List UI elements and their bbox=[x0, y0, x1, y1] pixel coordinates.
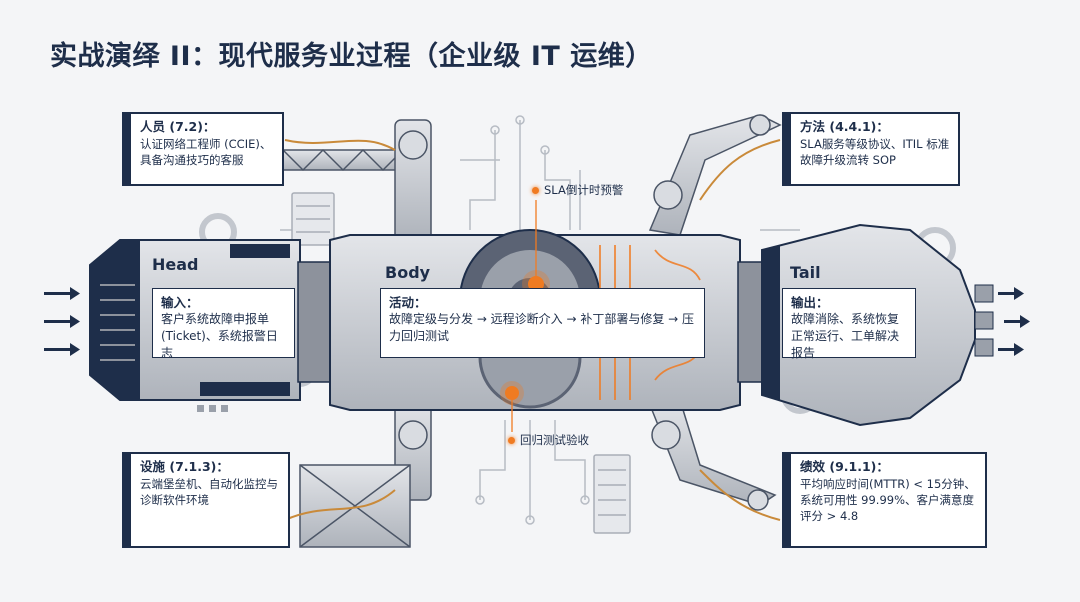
input-arrows bbox=[44, 287, 80, 356]
callout-method-text: SLA服务等级协议、ITIL 标准故障升级流转 SOP bbox=[800, 137, 950, 167]
page-title: 实战演绎 II：现代服务业过程（企业级 IT 运维） bbox=[50, 41, 653, 72]
callout-performance: 绩效 (9.1.1)： 平均响应时间(MTTR) < 15分钟、系统可用性 99… bbox=[782, 452, 987, 548]
arrow-right-icon bbox=[44, 287, 80, 300]
input-panel-text: 客户系统故障申报单 (Ticket)、系统报警日志 bbox=[161, 312, 278, 360]
regression-tag: 回归测试验收 bbox=[508, 432, 589, 448]
activity-panel: 活动： 故障定级与分发 → 远程诊断介入 → 补丁部署与修复 → 压力回归测试 bbox=[380, 288, 705, 358]
callout-method-title: 方法 (4.4.1)： bbox=[800, 119, 889, 134]
activity-panel-title: 活动： bbox=[389, 295, 427, 310]
input-panel: 输入： 客户系统故障申报单 (Ticket)、系统报警日志 bbox=[152, 288, 295, 360]
output-panel-title: 输出： bbox=[791, 295, 829, 310]
input-panel-title: 输入： bbox=[161, 295, 199, 310]
sla-warning-label: SLA倒计时预警 bbox=[544, 183, 624, 197]
output-arrows bbox=[998, 287, 1030, 356]
tail-label: Tail bbox=[790, 263, 821, 282]
arrow-right-icon bbox=[44, 315, 80, 328]
output-panel: 输出： 故障消除、系统恢复正常运行、工单解决报告 bbox=[782, 288, 916, 360]
callout-people-text: 认证网络工程师 (CCIE)、具备沟通技巧的客服 bbox=[140, 137, 272, 167]
status-dot-icon bbox=[532, 186, 539, 194]
callout-people-title: 人员 (7.2)： bbox=[140, 119, 216, 134]
callout-facility-title: 设施 (7.1.3)： bbox=[140, 459, 229, 474]
head-label: Head bbox=[152, 255, 199, 274]
arrow-right-icon bbox=[44, 343, 80, 356]
activity-panel-text: 故障定级与分发 → 远程诊断介入 → 补丁部署与修复 → 压力回归测试 bbox=[389, 312, 695, 343]
callout-performance-text: 平均响应时间(MTTR) < 15分钟、系统可用性 99.99%、客户满意度评分… bbox=[800, 477, 976, 523]
callout-people: 人员 (7.2)： 认证网络工程师 (CCIE)、具备沟通技巧的客服 bbox=[122, 112, 284, 186]
status-dot-icon bbox=[508, 436, 515, 444]
arrow-right-icon bbox=[1004, 315, 1030, 328]
server-rack-icon bbox=[291, 192, 631, 534]
arrow-right-icon bbox=[998, 287, 1024, 300]
callout-method: 方法 (4.4.1)： SLA服务等级协议、ITIL 标准故障升级流转 SOP bbox=[782, 112, 960, 186]
arrow-right-icon bbox=[998, 343, 1024, 356]
sla-warning-tag: SLA倒计时预警 bbox=[532, 182, 623, 198]
body-label: Body bbox=[385, 263, 431, 282]
robot-arm-icon bbox=[282, 114, 782, 548]
regression-label: 回归测试验收 bbox=[520, 433, 589, 447]
callout-facility-text: 云端堡垒机、自动化监控与诊断软件环境 bbox=[140, 477, 278, 507]
circuit-traces bbox=[280, 115, 800, 525]
output-panel-text: 故障消除、系统恢复正常运行、工单解决报告 bbox=[791, 312, 900, 360]
callout-performance-title: 绩效 (9.1.1)： bbox=[800, 459, 889, 474]
callout-facility: 设施 (7.1.3)： 云端堡垒机、自动化监控与诊断软件环境 bbox=[122, 452, 290, 548]
